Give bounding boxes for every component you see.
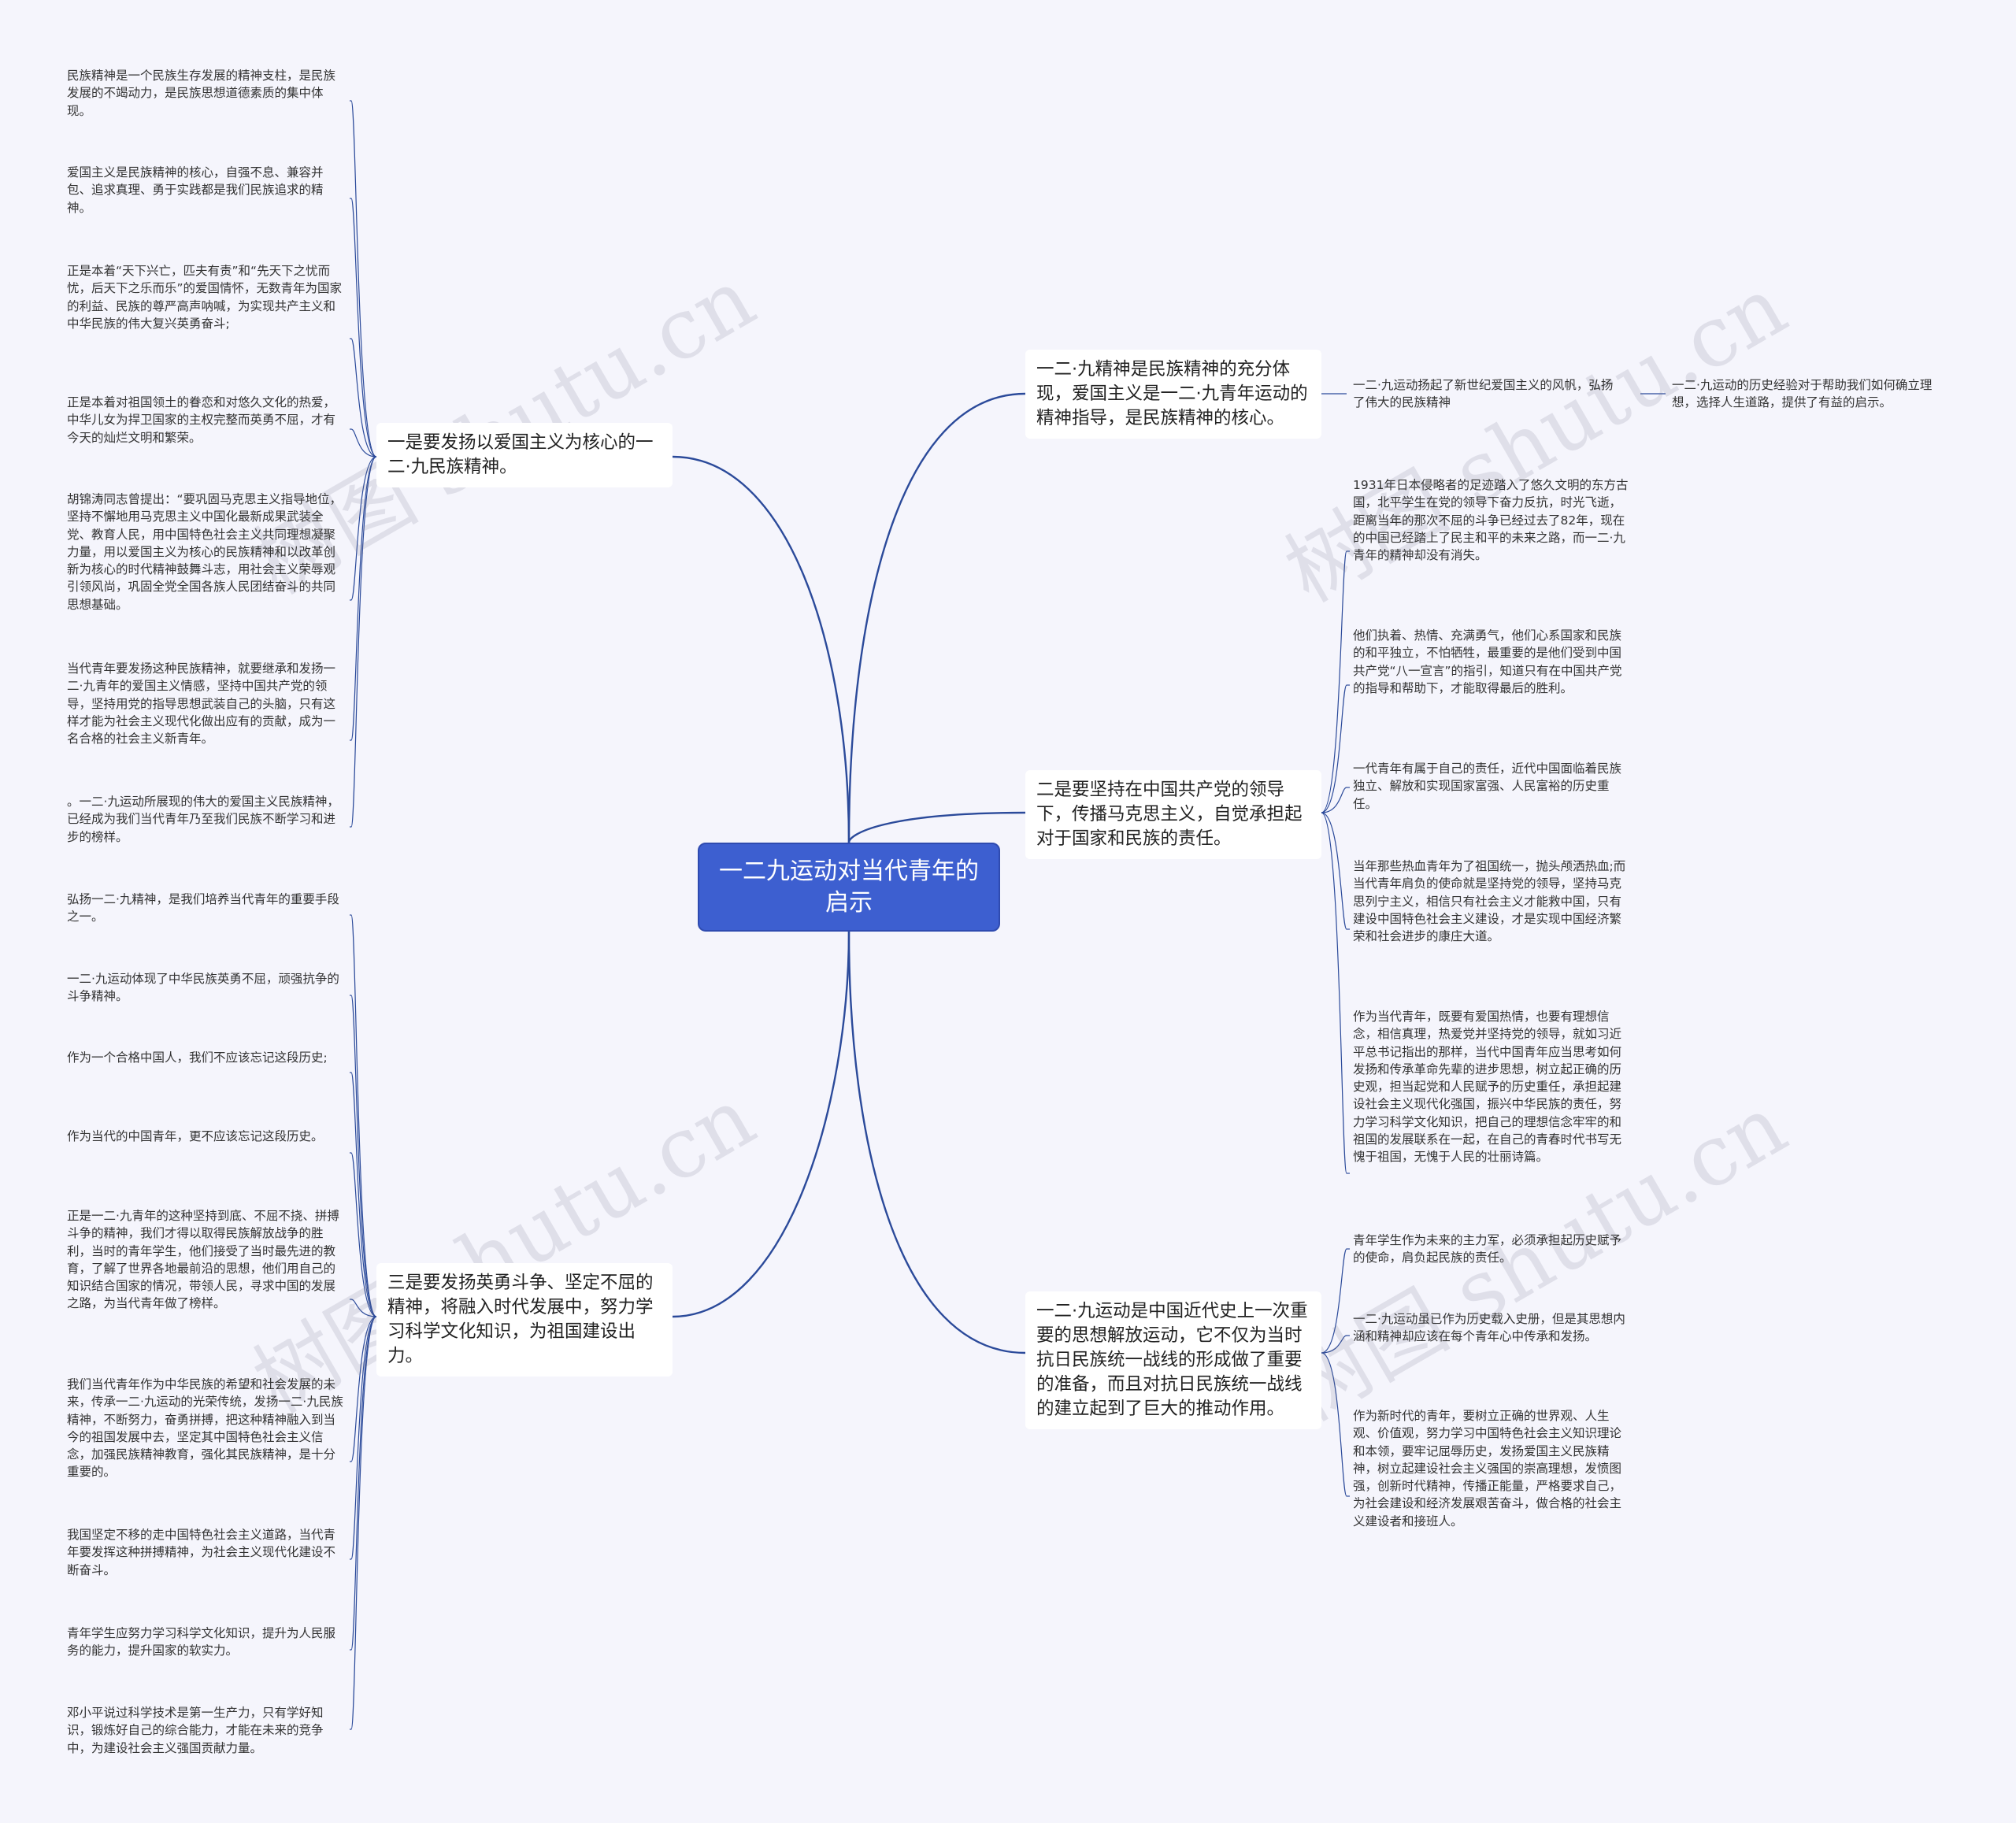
connector-line (1321, 1335, 1347, 1354)
branch-liberation-movement[interactable]: 一二·九运动是中国近代史上一次重要的思想解放运动，它不仅为当时抗日民族统一战线的… (1025, 1291, 1321, 1429)
leaf-node[interactable]: 当代青年要发扬这种民族精神，就要继承和发扬一二·九青年的爱国主义情感，坚持中国共… (67, 661, 336, 747)
leaf-node[interactable]: 作为新时代的青年，要树立正确的世界观、人生观、价值观，努力学习中国特色社会主义知… (1353, 1409, 1622, 1528)
leaf-node[interactable]: 弘扬一二·九精神，是我们培养当代青年的重要手段之一。 (67, 892, 339, 924)
leaf-node[interactable]: 他们执着、热情、充满勇气，他们心系国家和民族的和平独立，不怕牺牲，最重要的是他们… (1353, 628, 1622, 695)
leaf-node[interactable]: 一二·九运动扬起了新世纪爱国主义的风帆，弘扬了伟大的民族精神 (1353, 378, 1614, 410)
connector-line (1321, 812, 1347, 1174)
connector-line (1321, 1352, 1347, 1497)
connector-line (350, 338, 377, 458)
connector-line (1321, 1248, 1347, 1354)
connector-line (350, 456, 377, 741)
leaf-node[interactable]: 一二·九运动体现了中华民族英勇不屈，顽强抗争的斗争精神。 (67, 972, 339, 1004)
leaf-node[interactable]: 胡锦涛同志曾提出：“要巩固马克思主义指导地位，坚持不懈地用马克思主义中国化最新成… (67, 492, 343, 612)
connector-line (1321, 787, 1347, 813)
connector-line (847, 931, 1026, 1354)
leaf-node[interactable]: 一代青年有属于自己的责任，近代中国面临着民族独立、解放和实现国家富强、人民富裕的… (1353, 761, 1622, 811)
leaf-node[interactable]: 正是一二·九青年的这种坚持到底、不屈不挠、拼搏斗争的精神，我们才得以取得民族解放… (67, 1209, 339, 1311)
connector-line (350, 1316, 377, 1560)
leaf-node[interactable]: 青年学生作为未来的主力军，必须承担起历史赋予的使命，肩负起民族的责任。 (1353, 1233, 1622, 1265)
connector-line (350, 1316, 377, 1651)
connector-line (350, 1072, 377, 1317)
connector-line (350, 995, 377, 1317)
leaf-node[interactable]: 作为当代的中国青年，更不应该忘记这段历史。 (67, 1129, 324, 1143)
leaf-node[interactable]: 1931年日本侵略者的足迹踏入了悠久文明的东方古国，北平学生在党的领导下奋力反抗… (1353, 478, 1629, 563)
leaf-node[interactable]: 作为一个合格中国人，我们不应该忘记这段历史; (67, 1050, 328, 1065)
leaf-node[interactable]: 正是本着对祖国领土的眷恋和对悠久文化的热爱，中华儿女为捍卫国家的主权完整而英勇不… (67, 395, 336, 445)
connector-line (350, 1152, 377, 1317)
connector-line (350, 1316, 377, 1730)
connector-line (350, 456, 377, 828)
leaf-node[interactable]: 青年学生应努力学习科学文化知识，提升为人民服务的能力，提升国家的软实力。 (67, 1626, 336, 1658)
branch-national-spirit[interactable]: 一二·九精神是民族精神的充分体现，爱国主义是一二·九青年运动的精神指导，是民族精… (1025, 350, 1321, 439)
connector-line (350, 1299, 377, 1317)
leaf-node[interactable]: 民族精神是一个民族生存发展的精神支柱，是民族发展的不竭动力，是民族思想道德素质的… (67, 69, 336, 118)
leaf-node[interactable]: 正是本着“天下兴亡，匹夫有责”和“先天下之忧而忧，后天下之乐而乐”的爱国情怀，无… (67, 264, 343, 331)
connector-line (350, 1316, 377, 1462)
root-topic[interactable]: 一二九运动对当代青年的启示 (698, 843, 1000, 932)
leaf-node[interactable]: 一二·九运动虽已作为历史载入史册，但是其思想内涵和精神却应该在每个青年心中传承和… (1353, 1312, 1625, 1344)
branch-struggle-spirit[interactable]: 三是要发扬英勇斗争、坚定不屈的精神，将融入时代发展中，努力学习科学文化知识，为祖… (376, 1263, 673, 1377)
connector-line (350, 198, 377, 458)
leaf-node[interactable]: 。一二·九运动所展现的伟大的爱国主义民族精神，已经成为我们当代青年乃至我们民族不… (67, 795, 339, 844)
leaf-node[interactable]: 当年那些热血青年为了祖国统一，抛头颅洒热血;而当代青年肩负的使命就是坚持党的领导… (1353, 859, 1626, 944)
leaf-node[interactable]: 我国坚定不移的走中国特色社会主义道路，当代青年要发挥这种拼搏精神，为社会主义现代… (67, 1528, 336, 1577)
connector-line (350, 456, 377, 601)
subleaf-node[interactable]: 一二·九运动的历史经验对于帮助我们如何确立理想，选择人生道路，提供了有益的启示。 (1672, 378, 1933, 410)
branch-patriotism[interactable]: 一是要发扬以爱国主义为核心的一二·九民族精神。 (376, 423, 673, 487)
branch-party-leadership[interactable]: 二是要坚持在中国共产党的领导下，传播马克思主义，自觉承担起对于国家和民族的责任。 (1025, 770, 1321, 859)
connector-line (1321, 550, 1347, 813)
connector-line (350, 914, 377, 1317)
connector-line (350, 428, 377, 458)
leaf-node[interactable]: 邓小平说过科学技术是第一生产力，只有学好知识，锻炼好自己的综合能力，才能在未来的… (67, 1706, 324, 1755)
connector-line (847, 811, 1026, 843)
connector-line (672, 455, 850, 843)
leaf-node[interactable]: 我们当代青年作为中华民族的希望和社会发展的未来，传承一二·九运动的光荣传统，发扬… (67, 1377, 343, 1480)
connector-line (350, 100, 377, 458)
leaf-node[interactable]: 爱国主义是民族精神的核心，自强不息、兼容并包、追求真理、勇于实践都是我们民族追求… (67, 165, 324, 215)
connector-line (1321, 684, 1347, 813)
connector-line (847, 392, 1026, 843)
leaf-node[interactable]: 作为当代青年，既要有爱国热情，也要有理想信念，相信真理，热爱党并坚持党的领导，就… (1353, 1010, 1622, 1165)
connector-line (672, 931, 850, 1318)
connector-line (1321, 812, 1347, 930)
